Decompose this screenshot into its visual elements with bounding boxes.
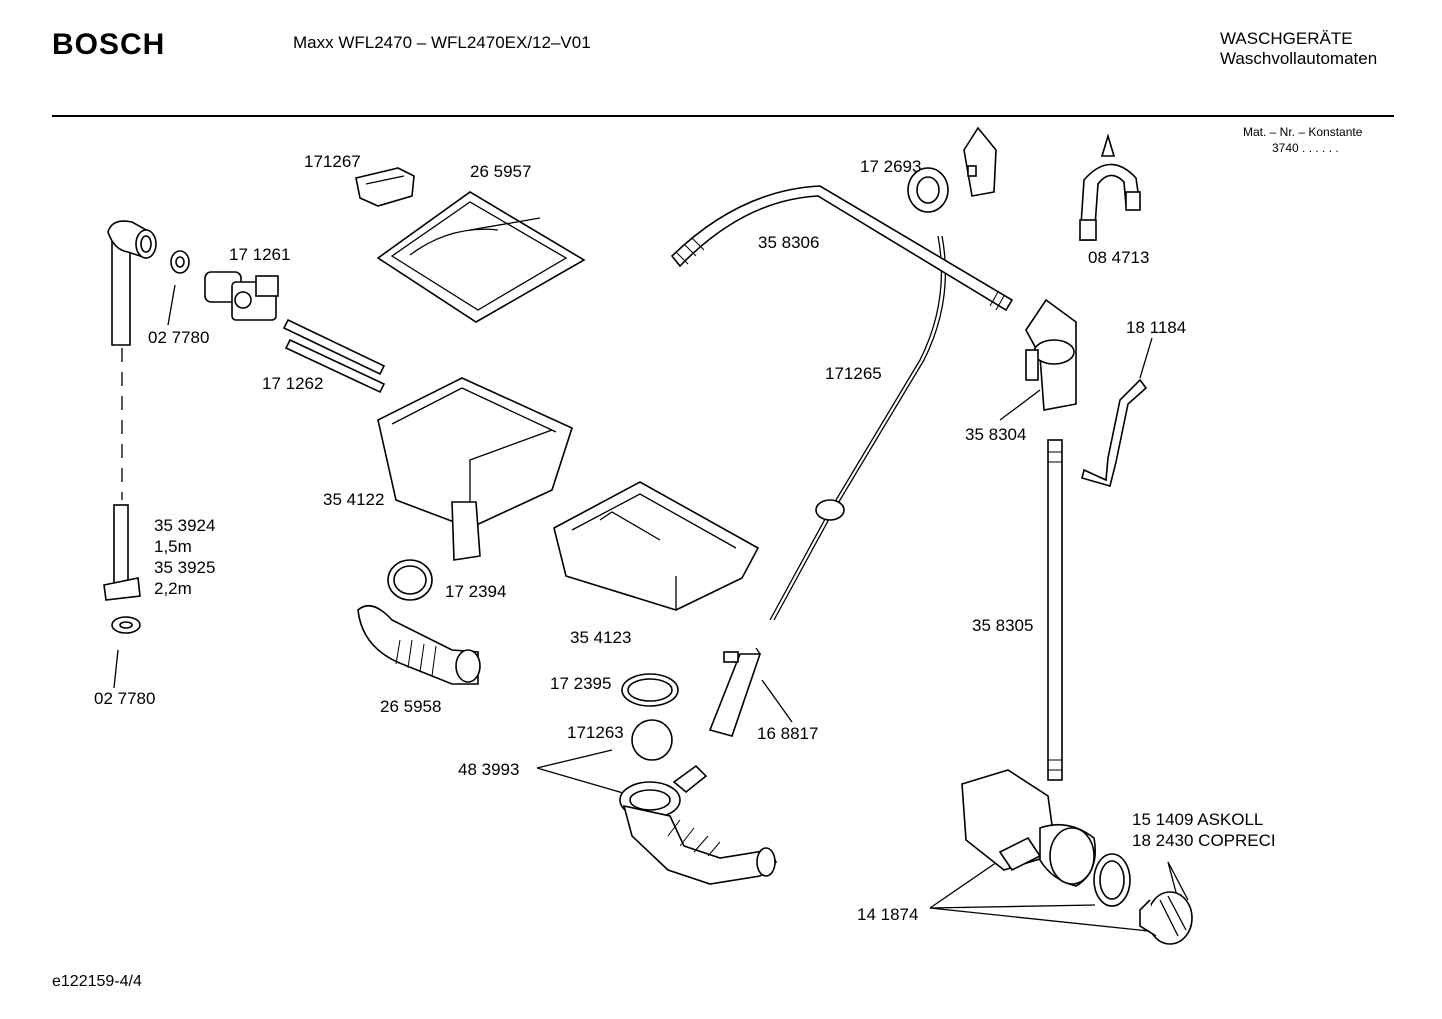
label-168817: 16 8817 <box>757 724 819 743</box>
drain-pump <box>961 769 1096 887</box>
label-171261: 17 1261 <box>229 245 291 264</box>
label-354123: 35 4123 <box>570 628 632 647</box>
label-027780-bottom: 02 7780 <box>94 689 156 708</box>
label-027780-top: 02 7780 <box>148 328 210 347</box>
label-171265: 171265 <box>825 364 882 383</box>
dispenser-lid <box>376 191 586 323</box>
leader-lines <box>113 284 1189 933</box>
inlet-hose-elbow <box>107 220 157 346</box>
label-171262: 17 1262 <box>262 374 324 393</box>
inlet-valve <box>204 271 279 321</box>
label-265957: 26 5957 <box>470 162 532 181</box>
sump-hose-483993 <box>619 764 777 885</box>
brand-logo: BOSCH <box>52 28 166 61</box>
label-353924: 35 3924 <box>154 516 216 535</box>
hose-bracket <box>1079 133 1141 241</box>
mat-nr-value: 3740 . . . . . . <box>1272 141 1339 155</box>
label-141874: 14 1874 <box>857 905 919 924</box>
label-172693: 17 2693 <box>860 157 922 176</box>
pressure-tube <box>769 235 943 621</box>
label-length-2-2m: 2,2m <box>154 579 192 598</box>
mat-nr-label: Mat. – Nr. – Konstante <box>1243 125 1363 139</box>
category-title: WASCHGERÄTE <box>1220 29 1353 48</box>
long-drain-hose <box>1047 439 1063 781</box>
label-358306: 35 8306 <box>758 233 820 252</box>
breather-pipe <box>670 185 1014 312</box>
tube-grommet <box>815 499 845 521</box>
header-divider <box>52 115 1394 117</box>
dispenser-housing <box>377 377 573 561</box>
label-181184: 18 1184 <box>1126 318 1187 337</box>
model-title: Maxx WFL2470 – WFL2470EX/12–V01 <box>293 33 591 52</box>
label-151409-askoll: 15 1409 ASKOLL <box>1132 810 1264 829</box>
check-ball <box>631 719 673 761</box>
label-354122: 35 4122 <box>323 490 385 509</box>
label-483993: 48 3993 <box>458 760 520 779</box>
label-length-1-5m: 1,5m <box>154 537 192 556</box>
document-id: e122159-4/4 <box>52 973 142 990</box>
label-172395: 17 2395 <box>550 674 612 693</box>
pump-filter <box>1139 891 1193 945</box>
label-358304: 35 8304 <box>965 425 1027 444</box>
label-084713: 08 4713 <box>1088 248 1150 267</box>
air-trap <box>1025 298 1077 411</box>
pressure-switch <box>907 126 997 213</box>
category-subtitle: Waschvollautomaten <box>1220 49 1378 68</box>
label-265958: 26 5958 <box>380 697 442 716</box>
dispenser-bracket <box>355 167 415 207</box>
temperature-sensor <box>708 647 762 737</box>
detergent-drawer <box>553 481 760 611</box>
short-hoses <box>282 318 386 394</box>
bellows-hose-265958 <box>357 604 481 685</box>
label-182430-copreci: 18 2430 COPRECI <box>1132 831 1276 850</box>
label-358305: 35 8305 <box>972 616 1034 635</box>
label-353925: 35 3925 <box>154 558 216 577</box>
label-171267: 171267 <box>304 152 361 171</box>
inlet-hose-bottom <box>103 504 141 601</box>
hose-clip <box>1081 378 1148 487</box>
label-172394: 17 2394 <box>445 582 507 601</box>
label-171263: 171263 <box>567 723 624 742</box>
